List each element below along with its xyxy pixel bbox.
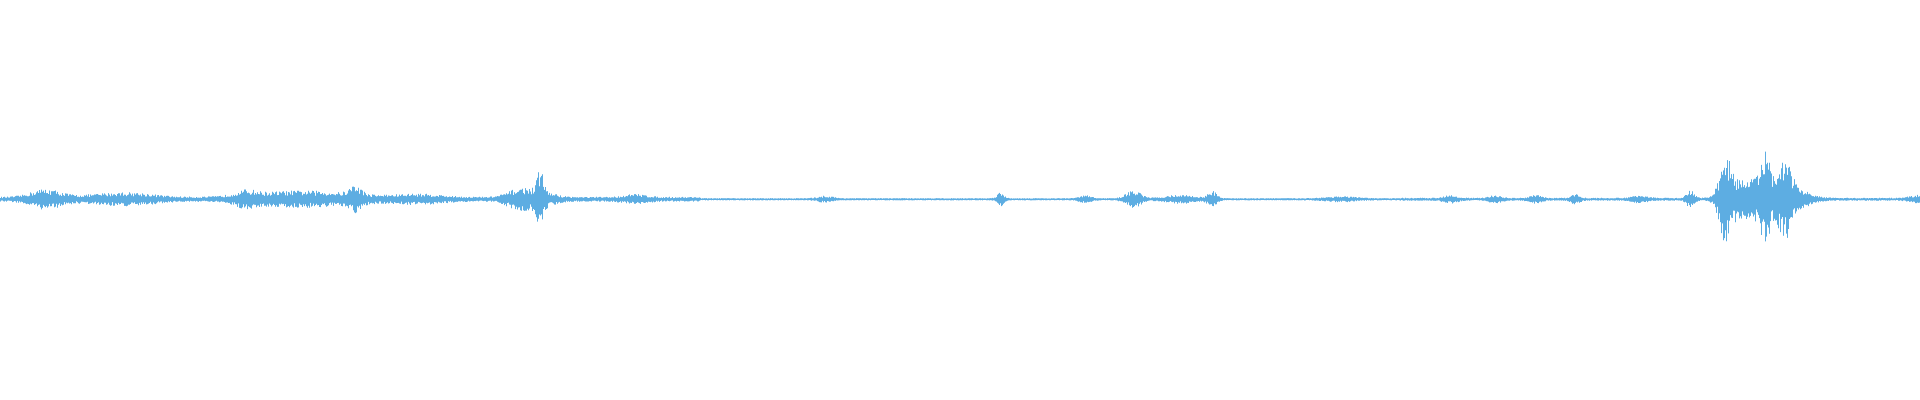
waveform-path — [0, 151, 1920, 242]
